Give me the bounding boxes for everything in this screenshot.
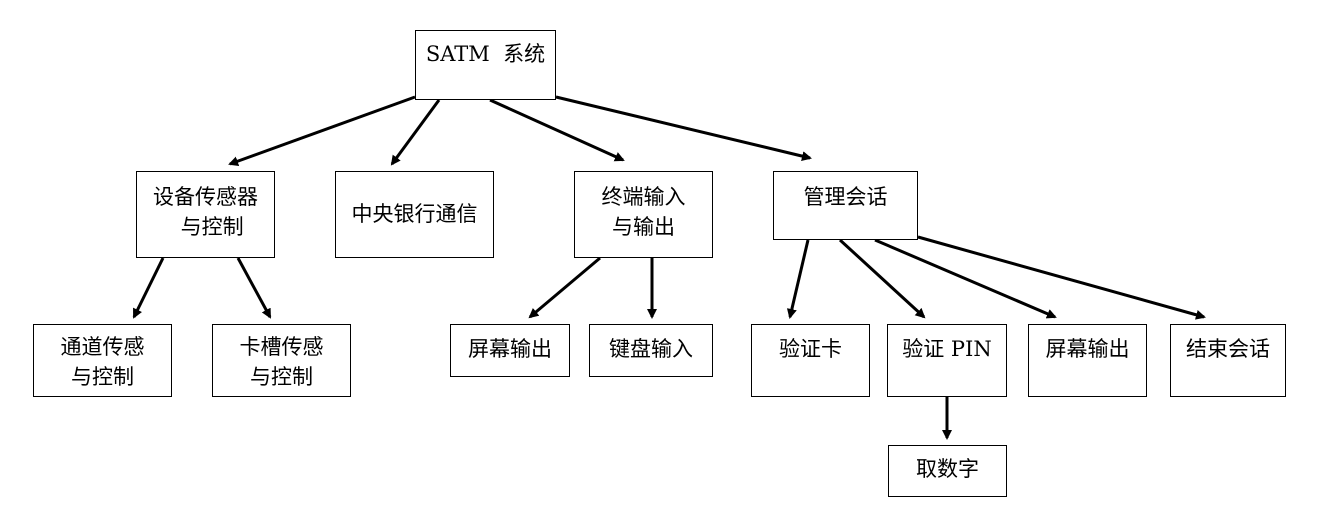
node-device-sensor-control: 设备传感器 与控制 [136, 171, 275, 258]
node-manage-session: 管理会话 [773, 171, 918, 240]
node-label: SATM 系统 [425, 42, 546, 66]
edge-root-terminal [489, 98, 625, 162]
node-satm-system: SATM 系统 [415, 30, 556, 100]
node-keyboard-input: 键盘输入 [589, 324, 713, 377]
node-label: 通道传感 与控制 [60, 335, 145, 389]
node-verify-card: 验证卡 [751, 324, 870, 397]
node-label: 验证 PIN [902, 337, 992, 361]
edge-device-slot [236, 257, 272, 319]
edge-session-screen2 [874, 238, 1057, 319]
edge-root-bank [390, 99, 441, 166]
node-label: 键盘输入 [609, 337, 693, 361]
node-central-bank-communication: 中央银行通信 [335, 171, 494, 258]
node-label: 管理会话 [803, 185, 888, 209]
edge-session-endsession [917, 235, 1206, 320]
node-verify-pin: 验证 PIN [887, 324, 1007, 397]
edge-root-device [228, 95, 416, 166]
node-label: 结束会话 [1186, 337, 1270, 361]
node-get-digits: 取数字 [888, 445, 1007, 497]
edge-session-verifycard [786, 239, 810, 319]
node-end-session: 结束会话 [1170, 324, 1286, 397]
node-terminal-io: 终端输入 与输出 [574, 171, 713, 258]
edge-terminal-screen1 [528, 256, 601, 319]
edge-session-verifypin [838, 238, 926, 319]
edge-device-channel [132, 257, 165, 319]
node-card-slot-sensor-control: 卡槽传感 与控制 [212, 324, 351, 397]
node-label: 终端输入 与输出 [601, 185, 686, 239]
node-label: 屏幕输出 [1045, 337, 1130, 361]
node-label: 中央银行通信 [351, 202, 478, 226]
edge-root-session [555, 95, 812, 161]
node-label: 取数字 [916, 457, 979, 481]
node-label: 验证卡 [779, 337, 842, 361]
node-label: 卡槽传感 与控制 [239, 335, 324, 389]
node-session-screen-output: 屏幕输出 [1028, 324, 1147, 397]
node-channel-sensor-control: 通道传感 与控制 [33, 324, 172, 397]
node-label: 设备传感器 与控制 [153, 185, 258, 239]
node-screen-output: 屏幕输出 [450, 324, 570, 377]
node-label: 屏幕输出 [468, 337, 552, 361]
